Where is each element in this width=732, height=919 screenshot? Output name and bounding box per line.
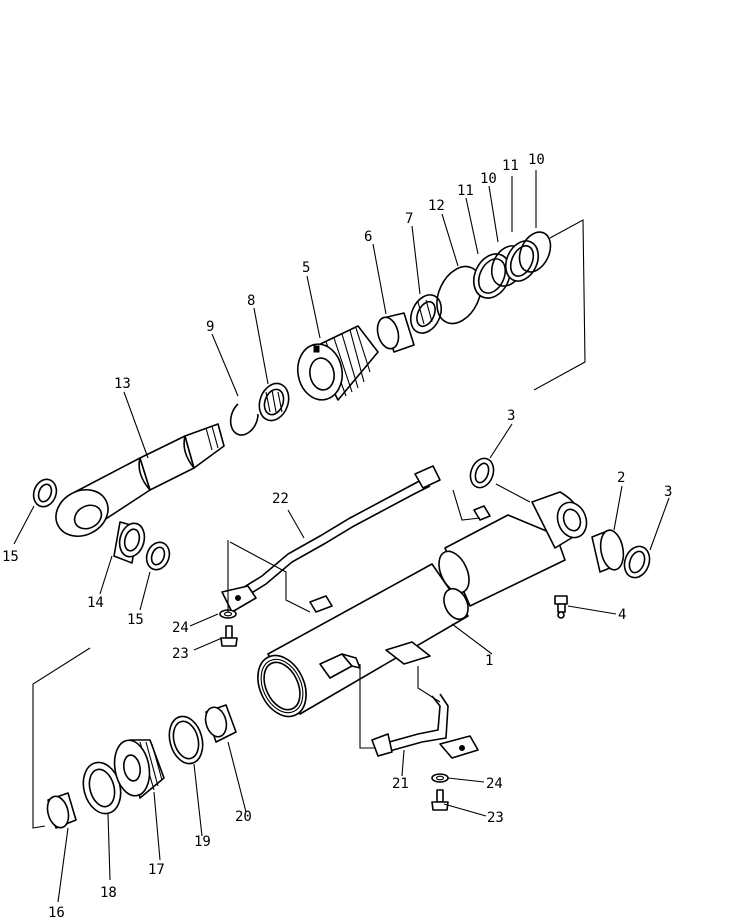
group-bracket-lower (32, 647, 91, 829)
part-2-bushing (591, 529, 625, 573)
callout-9: 9 (206, 319, 214, 335)
callout-4: 4 (618, 607, 626, 623)
part-7-bearing-ring (409, 294, 443, 334)
callout-18: 18 (100, 885, 117, 901)
part-19-o-ring (168, 715, 204, 765)
leader-lines (13, 170, 670, 903)
callout-15-left: 15 (2, 549, 19, 565)
part-21-hydraulic-tube (371, 693, 479, 759)
part-13-piston-rod (55, 423, 225, 537)
callout-13: 13 (114, 376, 131, 392)
callout-23-lower: 23 (487, 810, 504, 826)
callout-5: 5 (302, 260, 310, 276)
callout-16: 16 (48, 905, 65, 919)
callout-23-upper: 23 (172, 646, 189, 662)
callout-14: 14 (87, 595, 104, 611)
part-3-seal-ring-upper (469, 457, 495, 489)
callout-8: 8 (247, 293, 255, 309)
part-1-cylinder-tube (257, 491, 588, 718)
callout-22: 22 (272, 491, 289, 507)
callout-2: 2 (617, 470, 625, 486)
callout-15-lower: 15 (127, 612, 144, 628)
callout-21: 21 (392, 776, 409, 792)
callout-11-rear: 11 (502, 158, 519, 174)
part-11-backup-ring-rear (504, 240, 540, 282)
callout-labels: 1 2 3 3 4 5 6 7 8 9 10 10 11 11 12 13 14… (2, 152, 672, 919)
part-5-piston (296, 325, 379, 401)
part-6-bushing (376, 312, 415, 353)
callout-11-front: 11 (457, 183, 474, 199)
callout-20: 20 (235, 809, 252, 825)
part-10-backup-ring-rear (518, 231, 552, 273)
callout-7: 7 (405, 211, 413, 227)
callout-17: 17 (148, 862, 165, 878)
part-17-cylinder-head (113, 739, 165, 799)
part-15-seal-ring-left (32, 478, 58, 508)
callout-1: 1 (485, 653, 493, 669)
part-16-bushing (46, 792, 77, 829)
callout-3-upper: 3 (507, 408, 515, 424)
part-24-washer-lower (431, 773, 449, 783)
part-20-bushing (204, 704, 237, 743)
callout-12: 12 (428, 198, 445, 214)
part-9-snap-ring (229, 403, 259, 436)
callout-6: 6 (364, 229, 372, 245)
part-18-seal-ring (82, 761, 122, 815)
callout-3-right: 3 (664, 484, 672, 500)
callout-24-lower: 24 (486, 776, 503, 792)
part-12-o-ring (436, 265, 482, 325)
group-bracket-upper (533, 219, 586, 391)
part-8-nut (258, 382, 290, 422)
part-15-seal-ring-lower (145, 541, 171, 571)
part-4-grease-fitting (554, 595, 568, 619)
callout-10-front: 10 (480, 171, 497, 187)
part-22-hydraulic-tube (221, 465, 441, 613)
part-14-bushing (113, 521, 146, 564)
callout-19: 19 (194, 834, 211, 850)
part-23-bolt-upper (220, 625, 238, 647)
callout-24-upper: 24 (172, 620, 189, 636)
part-23-bolt-lower (431, 789, 449, 811)
callout-10-rear: 10 (528, 152, 545, 168)
part-3-seal-ring-right (623, 545, 651, 579)
